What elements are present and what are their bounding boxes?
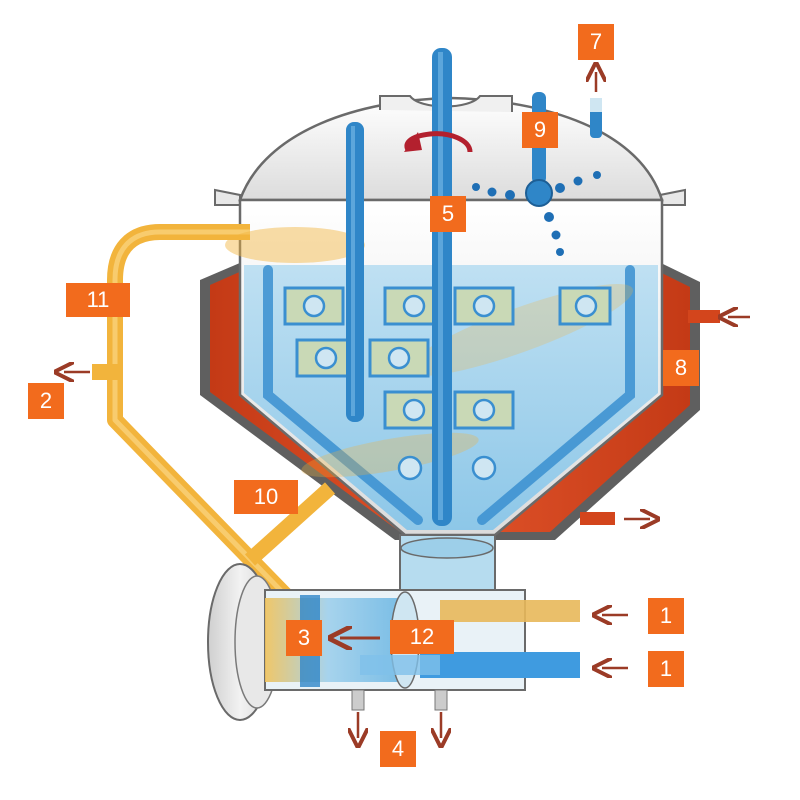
- yellow-pipe-system: [92, 224, 634, 606]
- shafts: [346, 48, 452, 526]
- vent-pipe: [590, 72, 602, 138]
- callout-11: 11: [66, 283, 130, 317]
- agitator-paddles: [283, 286, 612, 481]
- callout-4: 4: [380, 731, 416, 767]
- callout-7: 7: [578, 24, 614, 60]
- callout-8: 8: [663, 350, 699, 386]
- rotation-arrow-icon: [404, 131, 473, 153]
- callout-9: 9: [522, 112, 558, 148]
- rotation-arrowhead-icon: [404, 132, 422, 152]
- callout-1-bottom: 1: [648, 651, 684, 687]
- callout-1-top: 1: [648, 598, 684, 634]
- callout-5: 5: [430, 196, 466, 232]
- callout-12: 12: [390, 620, 454, 654]
- jacket-pipes: [580, 310, 750, 525]
- callout-3: 3: [286, 620, 322, 656]
- callout-10: 10: [234, 480, 298, 514]
- callout-2: 2: [28, 383, 64, 419]
